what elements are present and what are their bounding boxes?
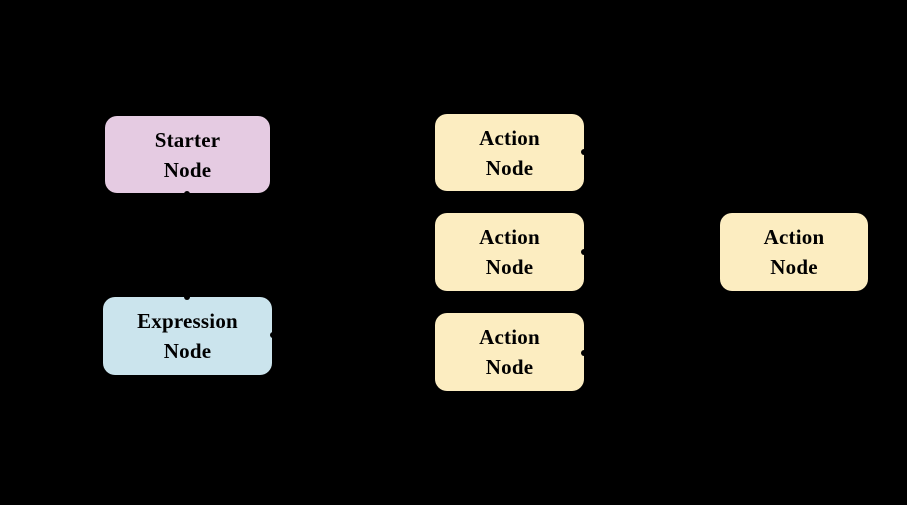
action-node-4-label: Action Node <box>763 225 825 279</box>
starter-node: Starter Node <box>105 116 270 193</box>
connector-dot <box>581 350 587 356</box>
action-node-2-label: Action Node <box>479 225 540 279</box>
starter-node-label: Starter Node <box>154 127 221 182</box>
connector-dot <box>270 332 276 338</box>
action-node-2: Action Node <box>435 213 584 291</box>
action-node-1: Action Node <box>435 114 584 191</box>
action-node-3: Action Node <box>435 313 584 391</box>
expression-node: Expression Node <box>103 297 272 375</box>
action-node-3-label: Action Node <box>479 325 540 379</box>
action-node-1-label: Action Node <box>479 125 540 180</box>
connector-dot <box>581 249 587 255</box>
expression-node-label: Expression Node <box>137 309 238 363</box>
connector-dot <box>581 149 587 155</box>
connector-dot <box>184 191 190 197</box>
connector-dot <box>184 294 190 300</box>
action-node-4: Action Node <box>720 213 868 291</box>
